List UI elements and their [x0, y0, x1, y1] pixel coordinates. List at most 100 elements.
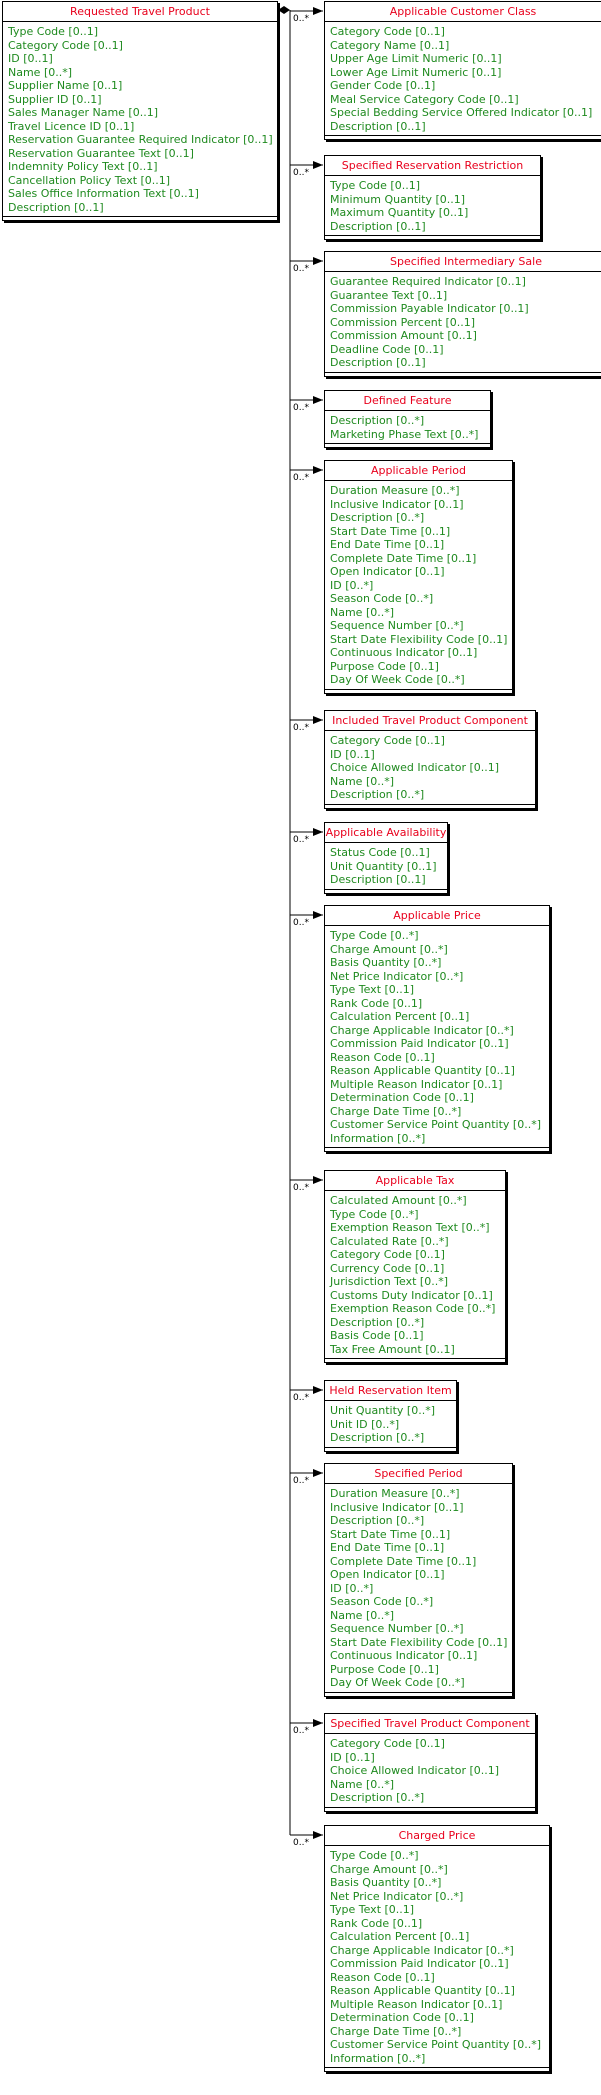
class-attribute: Sequence Number [0..*]	[330, 1622, 464, 1635]
class-attribute: Charge Amount [0..*]	[330, 1862, 448, 1876]
class-attribute: Basis Code [0..1]	[330, 1329, 424, 1342]
class-attribute: Calculated Rate [0..*]	[330, 1234, 449, 1248]
arrowhead	[313, 1831, 323, 1839]
class-operations-divider	[325, 135, 601, 136]
class-attribute: Reason Code [0..1]	[330, 1970, 435, 1984]
class-attribute: Special Bedding Service Offered Indicato…	[330, 106, 593, 119]
class-attribute: Type Code [0..*]	[330, 1849, 419, 1862]
class-attributes: Category Code [0..1]ID [0..1]Choice Allo…	[325, 731, 535, 802]
class-attribute: Description [0..*]	[330, 1431, 425, 1444]
class-attribute: ID [0..1]	[330, 747, 375, 761]
class-attribute: Jurisdiction Text [0..*]	[330, 1275, 448, 1288]
class-title: Specified Travel Product Component	[325, 1714, 535, 1734]
class-attribute: Reason Applicable Quantity [0..1]	[330, 1064, 515, 1077]
class-attribute: Complete Date Time [0..1]	[330, 551, 477, 565]
class-attribute: Reservation Guarantee Required Indicator…	[8, 133, 273, 146]
multiplicity-label: 0..*	[293, 473, 309, 483]
class-title: Held Reservation Item	[325, 1381, 456, 1401]
class-attribute: Name [0..*]	[8, 65, 73, 79]
class-attributes: Calculated Amount [0..*]Type Code [0..*]…	[325, 1191, 505, 1356]
class-attribute: Continuous Indicator [0..1]	[330, 646, 478, 659]
class-operations-divider	[3, 216, 277, 217]
class-attribute: End Date Time [0..1]	[330, 538, 445, 551]
class-attribute: Name [0..*]	[330, 605, 395, 619]
multiplicity-label: 0..*	[293, 1726, 309, 1736]
class-attribute: Open Indicator [0..1]	[330, 565, 445, 578]
class-attribute: Sales Manager Name [0..1]	[8, 106, 159, 119]
class-attributes: Duration Measure [0..*]Inclusive Indicat…	[325, 1484, 512, 1690]
multiplicity-label: 0..*	[293, 1393, 309, 1403]
class-attribute: Start Date Flexibility Code [0..1]	[330, 632, 508, 646]
class-attribute: Cancellation Policy Text [0..1]	[8, 173, 171, 187]
class-attributes: Category Code [0..1]Category Name [0..1]…	[325, 22, 601, 133]
arrowhead	[313, 1719, 323, 1727]
class-attribute: Reason Applicable Quantity [0..1]	[330, 1984, 515, 1997]
arrowhead	[313, 1176, 323, 1184]
class-attribute: Season Code [0..*]	[330, 592, 434, 605]
composition-diamond	[278, 6, 290, 14]
class-attribute: Customer Service Point Quantity [0..*]	[330, 1118, 541, 1131]
class-attribute: Description [0..*]	[330, 511, 425, 524]
class-operations-divider	[325, 371, 601, 373]
multiplicity-label: 0..*	[293, 1838, 309, 1848]
class-attribute: Complete Date Time [0..1]	[330, 1554, 477, 1568]
class-attribute: Multiple Reason Indicator [0..1]	[330, 1997, 503, 2011]
class-attribute: Commission Paid Indicator [0..1]	[330, 1957, 509, 1970]
arrowhead	[313, 828, 323, 836]
class-attribute: Rank Code [0..1]	[330, 1916, 423, 1930]
class-attribute: Net Price Indicator [0..*]	[330, 1889, 464, 1903]
class-attribute: Charge Amount [0..*]	[330, 942, 448, 956]
class-attributes: Type Code [0..1]Category Code [0..1]ID […	[3, 22, 277, 214]
class-attribute: Calculated Amount [0..*]	[330, 1194, 467, 1207]
class-attribute: Supplier ID [0..1]	[8, 92, 102, 106]
class-attribute: Rank Code [0..1]	[330, 996, 423, 1010]
class-attribute: Charge Date Time [0..*]	[330, 1104, 462, 1118]
class-attribute: Type Code [0..1]	[330, 179, 420, 192]
class-title: Charged Price	[325, 1826, 549, 1846]
class-attribute: Description [0..1]	[330, 219, 426, 233]
arrowhead	[313, 1469, 323, 1477]
class-attribute: Sequence Number [0..*]	[330, 619, 464, 632]
class-attribute: Commission Payable Indicator [0..1]	[330, 302, 529, 315]
class-attribute: Information [0..*]	[330, 1131, 426, 1145]
class-attributes: Category Code [0..1]ID [0..1]Choice Allo…	[325, 1734, 535, 1805]
class-attribute: Choice Allowed Indicator [0..1]	[330, 761, 500, 774]
class-title: Applicable Customer Class	[325, 2, 601, 22]
class-attribute: Gender Code [0..1]	[330, 79, 436, 92]
class-attribute: Meal Service Category Code [0..1]	[330, 92, 519, 106]
class-attribute: Description [0..*]	[330, 1315, 425, 1329]
class-attribute: Exemption Reason Text [0..*]	[330, 1221, 490, 1234]
multiplicity-label: 0..*	[293, 918, 309, 928]
class-title: Specified Intermediary Sale	[325, 252, 601, 272]
class-attribute: Deadline Code [0..1]	[330, 342, 444, 356]
class-attribute: Category Code [0..1]	[330, 1248, 445, 1261]
class-attribute: Commission Amount [0..1]	[330, 329, 477, 342]
class-attribute: Minimum Quantity [0..1]	[330, 192, 466, 206]
class-attribute: Calculation Percent [0..1]	[330, 1930, 470, 1943]
multiplicity-label: 0..*	[293, 835, 309, 845]
class-attribute: Inclusive Indicator [0..1]	[330, 497, 464, 511]
class-attribute: Supplier Name [0..1]	[8, 79, 123, 92]
class-attribute: Exemption Reason Code [0..*]	[330, 1302, 496, 1315]
class-attribute: Category Code [0..1]	[330, 734, 445, 747]
class-attribute: Multiple Reason Indicator [0..1]	[330, 1077, 503, 1091]
class-attribute: Customs Duty Indicator [0..1]	[330, 1288, 493, 1302]
class-attribute: Description [0..*]	[330, 1791, 425, 1804]
class-operations-divider	[325, 235, 540, 236]
